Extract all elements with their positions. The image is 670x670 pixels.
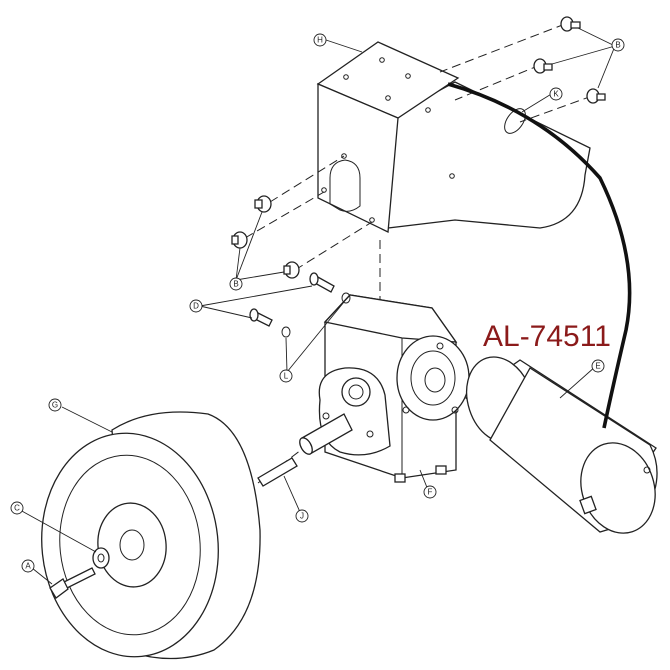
o-ring — [504, 108, 526, 134]
svg-text:F: F — [428, 488, 433, 497]
axle-bolt — [49, 567, 96, 599]
svg-text:B: B — [233, 280, 238, 289]
callout-E: E — [591, 359, 605, 373]
wheel — [41, 411, 261, 660]
motor-cable — [447, 82, 632, 429]
callout-L: L — [279, 369, 293, 383]
svg-text:D: D — [193, 302, 199, 311]
svg-text:E: E — [595, 362, 600, 371]
bracket-screws — [231, 16, 606, 279]
output-shaft — [299, 413, 353, 455]
callout-B-top: B — [611, 38, 625, 52]
callout-G: G — [48, 398, 62, 412]
lock-washers — [281, 292, 351, 338]
washer — [92, 547, 110, 569]
callout-F: F — [423, 485, 437, 499]
callout-K: K — [549, 87, 563, 101]
svg-text:H: H — [317, 36, 323, 45]
svg-text:A: A — [25, 562, 31, 571]
svg-text:C: C — [14, 504, 20, 513]
callout-D: D — [189, 299, 203, 313]
svg-text:L: L — [284, 372, 289, 381]
svg-text:K: K — [553, 90, 559, 99]
callout-H: H — [313, 33, 327, 47]
svg-text:J: J — [300, 512, 304, 521]
mounting-bracket — [316, 41, 591, 233]
svg-text:B: B — [615, 41, 620, 50]
shaft-key — [257, 457, 298, 487]
gear-box — [318, 294, 470, 483]
svg-text:G: G — [52, 401, 58, 410]
gearbox-bolts — [249, 272, 335, 327]
part-code-label: AL-74511 — [483, 320, 611, 353]
callout-A: A — [21, 559, 35, 573]
callout-J: J — [295, 509, 309, 523]
callout-C: C — [10, 501, 24, 515]
leader-lines — [19, 27, 616, 585]
electric-motor — [464, 356, 658, 534]
callout-B-left: B — [229, 277, 243, 291]
